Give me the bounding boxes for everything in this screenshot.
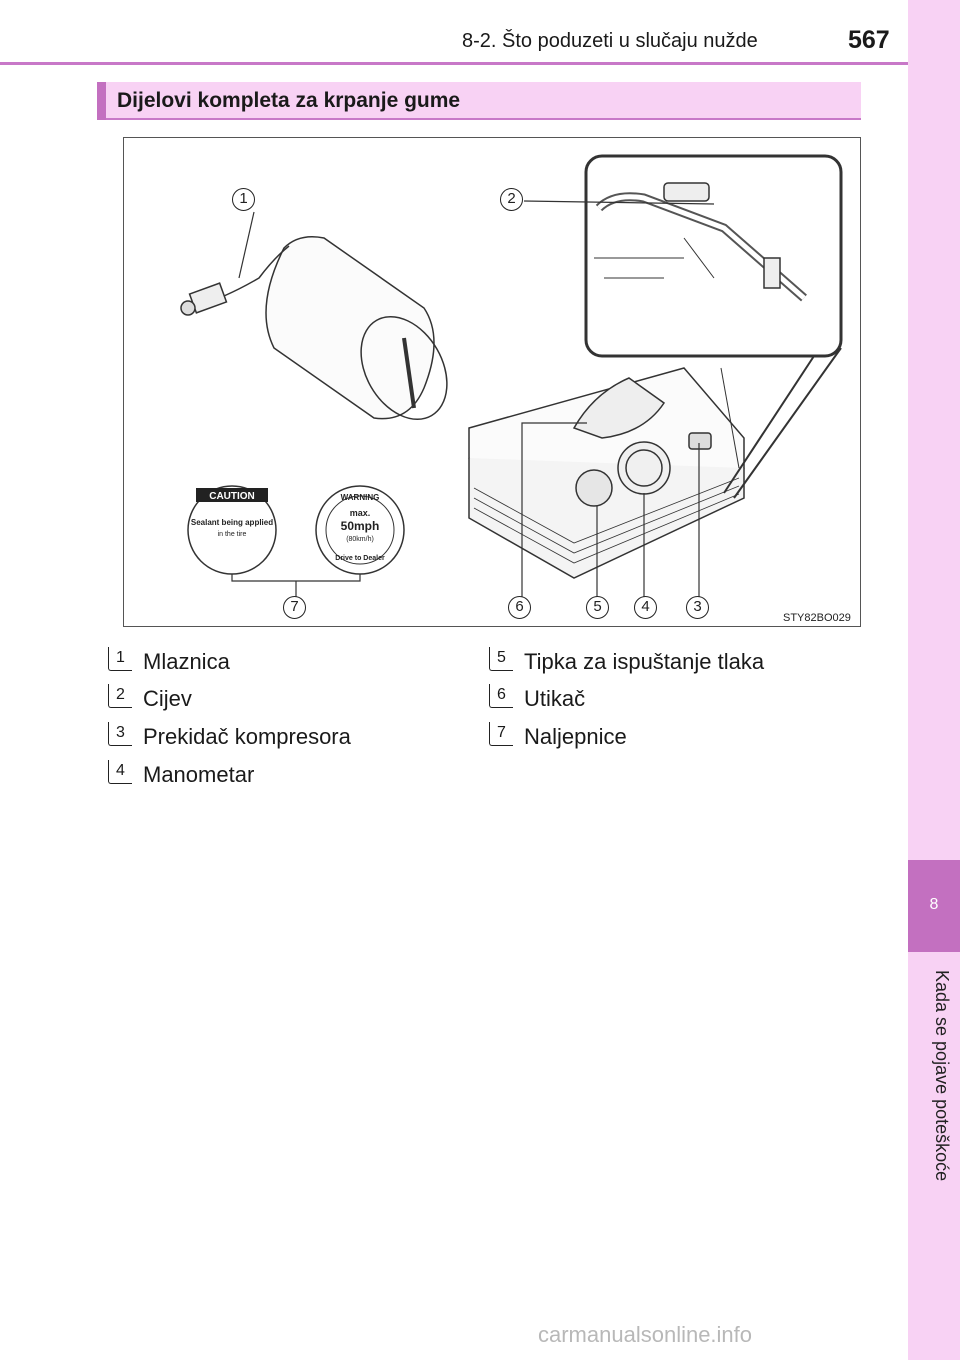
compressor-drawing	[468, 347, 842, 579]
legend-label: Utikač	[524, 686, 586, 711]
callout-1: 1	[232, 188, 255, 211]
warning-top-text: WARNING	[341, 493, 380, 502]
repair-kit-illustration: CAUTION Sealant being applied in the tir…	[123, 137, 861, 627]
legend-label: Prekidač kompresora	[143, 724, 351, 749]
caution-sticker-drawing	[187, 485, 277, 575]
callout-5: 5	[586, 596, 609, 619]
warning-sticker-drawing	[315, 485, 405, 575]
legend-label: Mlaznica	[143, 649, 230, 674]
callout-2: 2	[500, 188, 523, 211]
chapter-side-tab	[908, 0, 960, 1360]
legend-number: 4	[108, 760, 132, 784]
watermark-text: carmanualsonline.info	[538, 1322, 753, 1347]
sealant-bottle-drawing	[180, 236, 448, 421]
warning-line-3: (80km/h)	[346, 536, 374, 543]
section-bar	[97, 82, 861, 120]
chapter-number-box	[908, 860, 960, 952]
page-number: 567	[848, 26, 890, 54]
legend-label: Naljepnice	[524, 724, 627, 749]
legend-label: Cijev	[143, 686, 192, 711]
legend-label: Manometar	[143, 762, 255, 787]
legend-number: 6	[489, 684, 513, 708]
warning-line-1: max.	[350, 508, 371, 518]
legend-number: 7	[489, 722, 513, 746]
legend-number: 3	[108, 722, 132, 746]
caution-line-1: Sealant being applied	[191, 518, 273, 527]
callout-3: 3	[686, 596, 709, 619]
hose-detail-drawing	[584, 154, 843, 358]
header-divider	[0, 62, 908, 65]
section-title: Dijelovi kompleta za krpanje gume	[117, 89, 461, 112]
callout-4: 4	[634, 596, 657, 619]
legend-number: 5	[489, 647, 513, 671]
caution-heading: CAUTION	[209, 491, 255, 502]
legend-number: 2	[108, 684, 132, 708]
chapter-number: 8	[929, 896, 939, 913]
callout-6: 6	[508, 596, 531, 619]
caution-line-2: in the tire	[218, 531, 247, 538]
figure-code: STY82BO029	[783, 612, 851, 624]
header-section-title: 8-2. Što poduzeti u slučaju nužde	[462, 30, 758, 52]
warning-bottom-text: Drive to Dealer	[335, 555, 385, 562]
callout-7: 7	[283, 596, 306, 619]
repair-kit-drawing: CAUTION Sealant being applied in the tir…	[180, 154, 843, 598]
legend-label: Tipka za ispuštanje tlaka	[524, 649, 765, 674]
warning-line-2: 50mph	[341, 519, 380, 533]
chapter-title: Kada se pojave poteškoće	[932, 970, 952, 1182]
legend-number: 1	[108, 647, 132, 671]
section-bar-accent	[97, 82, 106, 120]
